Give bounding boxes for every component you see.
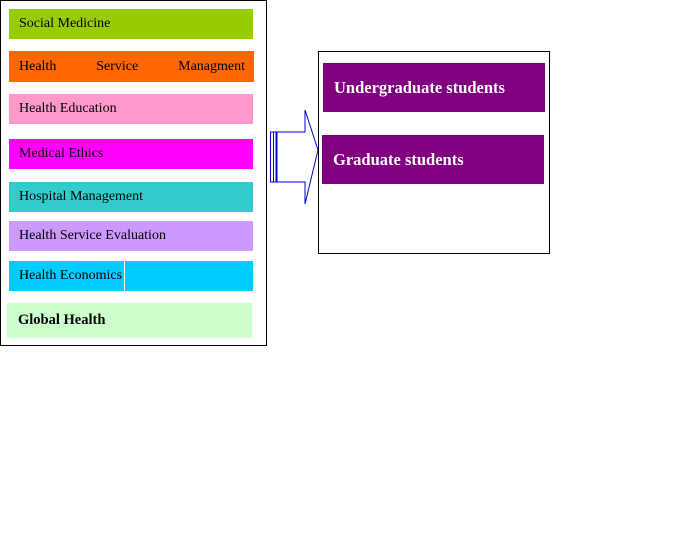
level-label: Undergraduate students (334, 77, 505, 97)
course-label: Global Health (18, 312, 106, 329)
course-label: Health Education (19, 101, 117, 116)
course-label: Social Medicine (19, 16, 111, 31)
course-label-word: Health (19, 58, 57, 74)
course-label-word: Managment (178, 58, 245, 74)
course-global-health: Global Health (7, 303, 252, 338)
divider (124, 261, 125, 291)
course-label: Health Service Evaluation (19, 228, 166, 243)
level-undergraduate: Undergraduate students (323, 63, 545, 112)
course-label: Medical Ethics (19, 146, 104, 161)
level-label: Graduate students (333, 149, 464, 169)
course-social-medicine: Social Medicine (9, 9, 253, 39)
course-health-economics: Health Economics (9, 261, 253, 291)
course-label-word: Service (96, 58, 139, 74)
course-medical-ethics: Medical Ethics (9, 139, 253, 169)
course-hospital-management: Hospital Management (9, 182, 253, 212)
course-label: Health Economics (19, 268, 123, 283)
course-health-education: Health Education (9, 94, 253, 124)
course-health-service-managment: Health Service Managment (9, 51, 254, 82)
course-label: Hospital Management (19, 189, 144, 204)
course-health-service-evaluation: Health Service Evaluation (9, 221, 253, 251)
student-levels-panel: Undergraduate students Graduate students (318, 51, 550, 254)
right-arrow-icon (270, 109, 319, 205)
course-list-panel: Social Medicine Health Service Managment… (0, 0, 267, 346)
level-graduate: Graduate students (322, 135, 544, 184)
